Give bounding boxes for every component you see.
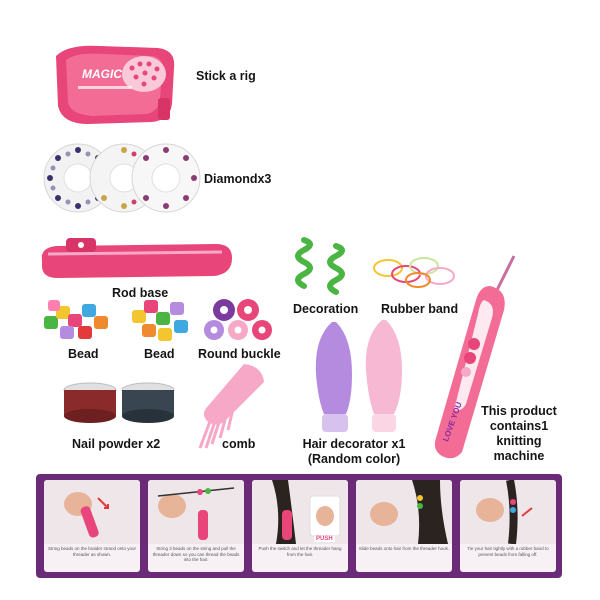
step-1-photo — [44, 480, 140, 544]
rig-brand-text: MAGIC — [82, 67, 122, 81]
comb — [198, 364, 264, 449]
rod-base-label: Rod base — [112, 286, 169, 300]
step-panel-5: Tie your hair tightly with a rubber band… — [460, 480, 556, 572]
step-1-caption: String beads on the braider strand onto … — [47, 546, 137, 557]
step-3-caption: Push the switch and let the threader han… — [258, 546, 342, 557]
step-5-photo — [460, 480, 556, 544]
rubber-band-label: Rubber band — [381, 302, 459, 316]
machine-line1: This product — [481, 404, 557, 418]
hair-decorator-line1: Hair decorator x1 — [302, 437, 406, 451]
diamond-sticker-sheets — [43, 143, 201, 213]
diamond-label: Diamondx3 — [204, 172, 272, 186]
nail-powder-jars — [63, 382, 175, 423]
step-3-photo — [252, 480, 348, 544]
step-5-caption: Tie your hair tightly with a rubber band… — [467, 546, 549, 557]
bead-label-2: Bead — [144, 347, 175, 361]
comb-label: comb — [222, 437, 256, 451]
hair-decorator-label: Hair decorator x1 (Random color) — [298, 437, 410, 467]
step-panel-3: Push the switch and let the threader han… — [252, 480, 348, 572]
step-2-caption: String 3 beads on the string and pull th… — [152, 546, 240, 562]
nail-powder-label: Nail powder x2 — [72, 437, 161, 451]
step-panel-2: String 3 beads on the string and pull th… — [148, 480, 244, 572]
machine-line4: machine — [493, 449, 545, 463]
instruction-strip: String beads on the braider strand onto … — [36, 474, 562, 578]
step-4-caption: Slide beads onto hair from the threader … — [358, 546, 450, 551]
rod-base — [41, 238, 233, 278]
knitting-machine: LOVE YOU — [434, 255, 516, 459]
stick-a-rig-device: MAGIC — [56, 45, 175, 124]
decoration-label: Decoration — [293, 302, 359, 316]
step-2-photo — [148, 480, 244, 544]
stick-a-rig-label: Stick a rig — [196, 69, 256, 83]
hair-decorator-line2: (Random color) — [307, 452, 401, 466]
bead-pile-1 — [44, 300, 108, 339]
machine-line2: contains1 — [489, 419, 549, 433]
machine-line3: knitting — [496, 434, 542, 448]
step-panel-1: String beads on the braider strand onto … — [44, 480, 140, 572]
round-buckle-label: Round buckle — [198, 347, 281, 361]
hair-decorators — [315, 320, 402, 432]
step-panel-4: Slide beads onto hair from the threader … — [356, 480, 452, 572]
rubber-bands — [373, 257, 455, 288]
push-badge: PUSH — [314, 536, 335, 542]
round-buckles — [204, 299, 272, 340]
step-4-photo — [356, 480, 452, 544]
spiral-decorations — [295, 237, 345, 295]
bead-pile-2 — [132, 300, 188, 341]
bead-label-1: Bead — [68, 347, 99, 361]
machine-label: This product contains1 knitting machine — [472, 404, 566, 464]
